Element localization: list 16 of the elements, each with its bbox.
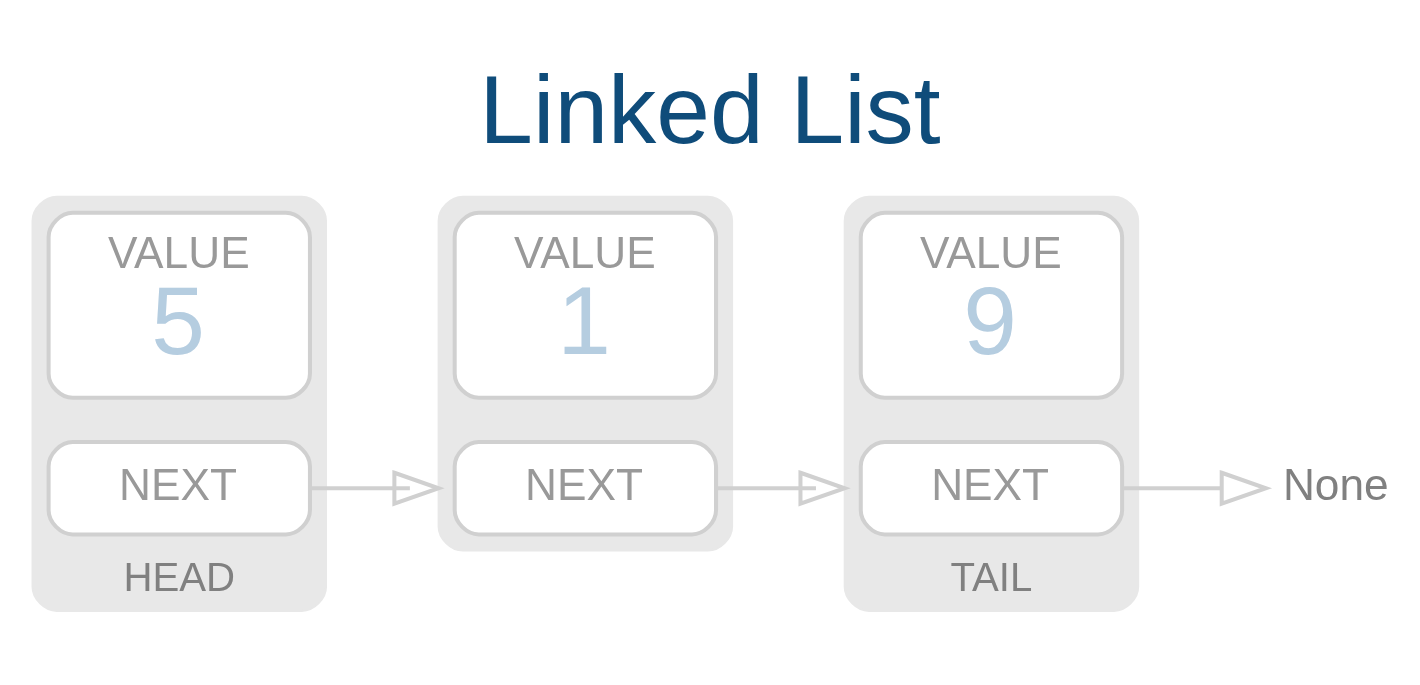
node-box: NEXT [46, 440, 312, 537]
node-label: HEAD [123, 554, 236, 600]
node-box: NEXT [452, 440, 719, 537]
node-box: VALUE 5 [46, 210, 312, 400]
node-label: TAIL [950, 554, 1033, 600]
arrow [1122, 469, 1272, 507]
cluster [843, 195, 1140, 612]
diagram-title: Linked List [479, 56, 941, 164]
arrow [716, 469, 851, 507]
node-box: VALUE 9 [858, 210, 1125, 400]
node-box: VALUE 1 [452, 210, 719, 400]
cluster [437, 195, 734, 552]
node-box: NEXT [858, 440, 1125, 537]
cluster [31, 195, 328, 612]
node-text: None [1282, 459, 1389, 509]
arrow [310, 469, 445, 507]
